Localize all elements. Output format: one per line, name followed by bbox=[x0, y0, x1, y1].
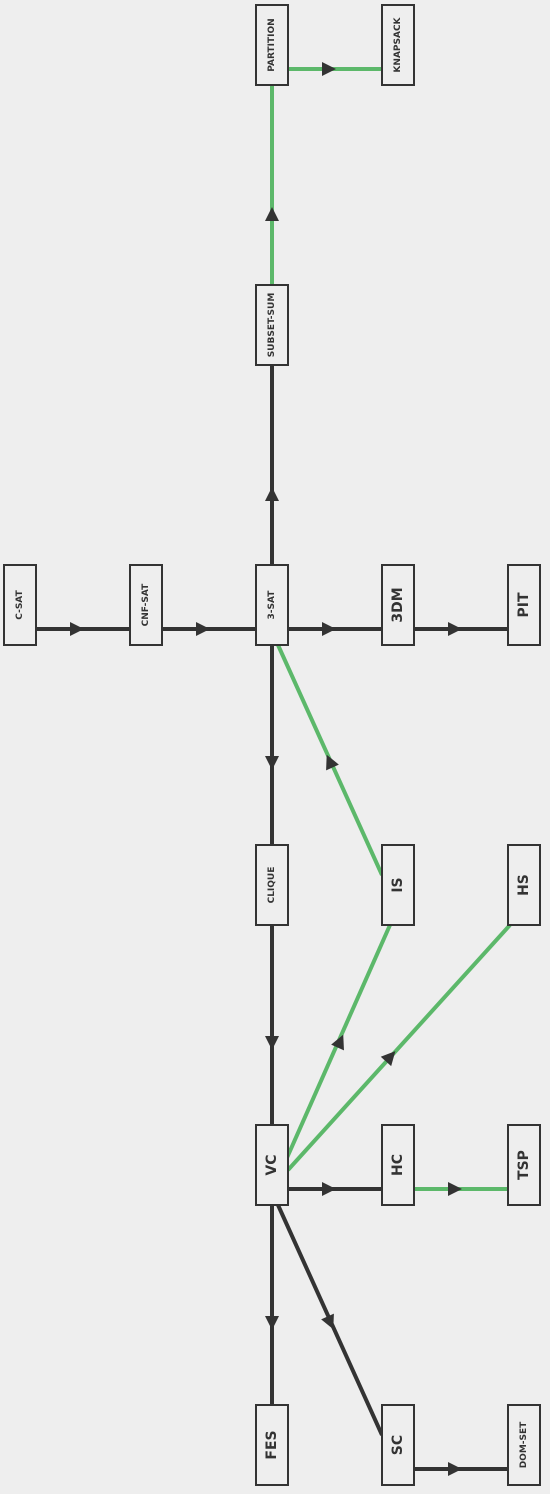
node-box bbox=[381, 564, 415, 646]
node-label: C-SAT bbox=[15, 589, 25, 619]
node-clique[interactable]: CLIQUE bbox=[255, 844, 289, 926]
node-box bbox=[381, 4, 415, 86]
node-label: VC bbox=[264, 1154, 280, 1175]
arrowhead-vc-to-hs bbox=[380, 1051, 396, 1067]
arrowhead-3sat-to-subsetsum bbox=[265, 487, 279, 501]
node-3sat[interactable]: 3-SAT bbox=[255, 564, 289, 646]
node-box bbox=[255, 564, 289, 646]
edges-layer bbox=[36, 62, 512, 1476]
arrowhead-vc-to-hc bbox=[322, 1182, 336, 1196]
node-box bbox=[507, 1124, 541, 1206]
node-label: FES bbox=[264, 1430, 280, 1459]
arrowhead-vc-to-sc bbox=[321, 1313, 334, 1330]
node-label: PIT bbox=[516, 592, 532, 617]
node-box bbox=[381, 844, 415, 926]
node-label: CLIQUE bbox=[267, 867, 277, 904]
edge-vc-to-hs bbox=[286, 923, 512, 1172]
arrowhead-cnfsat-to-3sat bbox=[196, 622, 210, 636]
node-vc[interactable]: VC bbox=[255, 1124, 289, 1206]
node-knapsack[interactable]: KNAPSACK bbox=[381, 4, 415, 86]
node-csat[interactable]: C-SAT bbox=[3, 564, 37, 646]
arrowhead-3sat-to-clique bbox=[265, 756, 279, 770]
node-is[interactable]: IS bbox=[381, 844, 415, 926]
node-hc[interactable]: HC bbox=[381, 1124, 415, 1206]
arrowhead-hc-to-tsp bbox=[448, 1182, 462, 1196]
node-label: HS bbox=[516, 874, 532, 896]
node-sc[interactable]: SC bbox=[381, 1404, 415, 1486]
node-fes[interactable]: FES bbox=[255, 1404, 289, 1486]
arrowhead-subsetsum-to-partition bbox=[265, 207, 279, 221]
node-box bbox=[255, 844, 289, 926]
arrowhead-vc-to-is bbox=[331, 1034, 344, 1051]
node-label: DOM-SET bbox=[519, 1421, 529, 1468]
node-label: HC bbox=[390, 1154, 406, 1176]
node-label: 3DM bbox=[390, 587, 406, 622]
node-label: KNAPSACK bbox=[393, 16, 403, 72]
node-box bbox=[507, 844, 541, 926]
node-pit[interactable]: PIT bbox=[507, 564, 541, 646]
arrowhead-3dm-to-pit bbox=[448, 622, 462, 636]
node-box bbox=[255, 1124, 289, 1206]
node-box bbox=[255, 1404, 289, 1486]
arrowhead-clique-to-vc bbox=[265, 1036, 279, 1050]
node-label: 3-SAT bbox=[267, 590, 277, 620]
node-box bbox=[129, 564, 163, 646]
node-box bbox=[255, 4, 289, 86]
node-3dm[interactable]: 3DM bbox=[381, 564, 415, 646]
node-label: TSP bbox=[516, 1150, 532, 1180]
arrowhead-csat-to-cnfsat bbox=[70, 622, 84, 636]
node-label: IS bbox=[390, 877, 406, 892]
node-partition[interactable]: PARTITION bbox=[255, 4, 289, 86]
node-box bbox=[381, 1404, 415, 1486]
node-box bbox=[381, 1124, 415, 1206]
nodes-layer: C-SAT CNF-SAT 3-SAT 3DM PIT SUBSET-SUM PARTITI… bbox=[3, 4, 541, 1486]
node-tsp[interactable]: TSP bbox=[507, 1124, 541, 1206]
arrowhead-3sat-to-3dm bbox=[322, 622, 336, 636]
node-label: PARTITION bbox=[267, 18, 277, 71]
arrowhead-is-to-3sat bbox=[326, 754, 339, 771]
node-label: SC bbox=[390, 1435, 406, 1455]
arrowhead-vc-to-fes bbox=[265, 1316, 279, 1330]
arrowhead-partition-to-knapsack bbox=[322, 62, 336, 76]
arrowhead-sc-to-domset bbox=[448, 1462, 462, 1476]
node-cnfsat[interactable]: CNF-SAT bbox=[129, 564, 163, 646]
node-label: CNF-SAT bbox=[141, 583, 151, 626]
node-box bbox=[255, 284, 289, 366]
node-hs[interactable]: HS bbox=[507, 844, 541, 926]
node-subsetsum[interactable]: SUBSET-SUM bbox=[255, 284, 289, 366]
node-box bbox=[507, 1404, 541, 1486]
node-box bbox=[3, 564, 37, 646]
node-label: SUBSET-SUM bbox=[267, 293, 277, 358]
node-box bbox=[507, 564, 541, 646]
node-domset[interactable]: DOM-SET bbox=[507, 1404, 541, 1486]
